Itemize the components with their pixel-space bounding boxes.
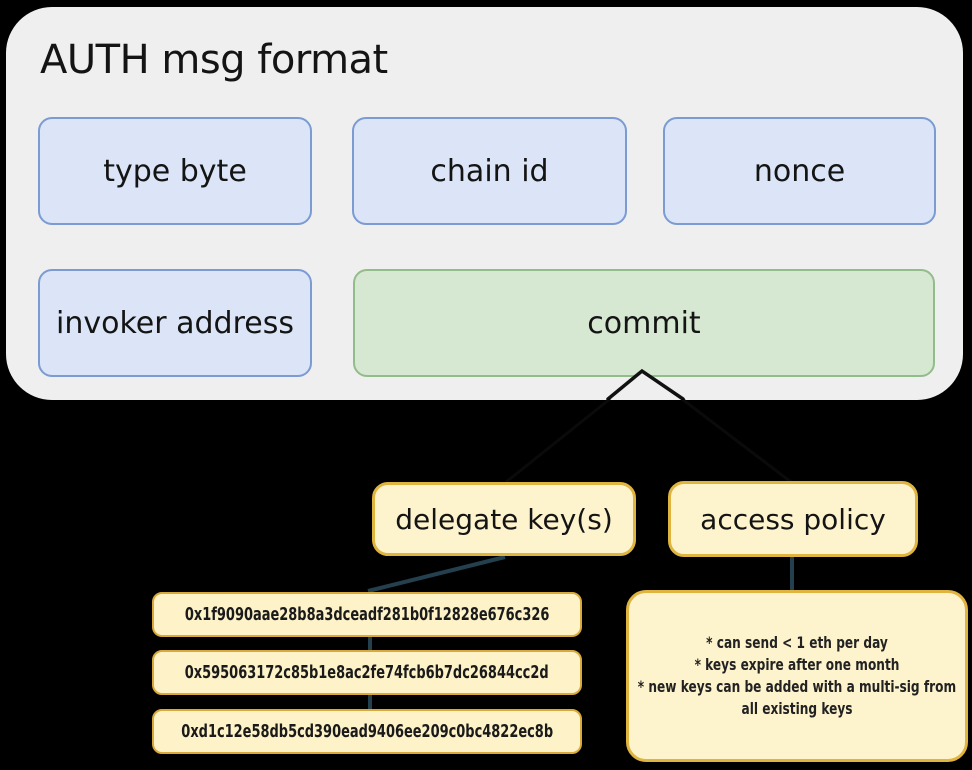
delegate-key-item-3: 0xd1c12e58db5cd390ead9406ee209c0bc4822ec…: [152, 709, 582, 754]
auth-msg-format-panel: AUTH msg format type byte chain id nonce…: [6, 7, 963, 400]
access-policy-rule-1: * can send < 1 eth per day: [706, 632, 888, 652]
delegate-key-3-value: 0xd1c12e58db5cd390ead9406ee209c0bc4822ec…: [181, 721, 553, 742]
field-type-byte: type byte: [38, 117, 312, 225]
access-policy-rule-3: * new keys can be added with a multi-sig…: [637, 677, 957, 719]
field-nonce: nonce: [663, 117, 936, 225]
field-commit: commit: [353, 269, 935, 377]
node-delegate-keys-label: delegate key(s): [395, 502, 613, 536]
field-commit-label: commit: [587, 305, 701, 341]
delegate-key-item-1: 0x1f9090aae28b8a3dceadf281b0f12828e676c3…: [152, 592, 582, 637]
access-policy-rules: * can send < 1 eth per day * keys expire…: [630, 632, 964, 720]
field-chain-id-label: chain id: [430, 153, 549, 189]
node-access-policy-label: access policy: [700, 502, 886, 536]
caret-to-access-line: [681, 397, 792, 484]
access-policy-rule-2: * keys expire after one month: [694, 654, 900, 674]
caret-to-delegate-line: [505, 397, 611, 484]
delegate-key-2-value: 0x595063172c85b1e8ac2fe74fcb6b7dc26844cc…: [185, 662, 549, 683]
access-policy-details-box: * can send < 1 eth per day * keys expire…: [626, 590, 968, 762]
panel-title: AUTH msg format: [40, 37, 388, 83]
field-invoker-address: invoker address: [38, 269, 312, 377]
field-chain-id: chain id: [352, 117, 627, 225]
node-delegate-keys: delegate key(s): [372, 482, 636, 556]
field-type-byte-label: type byte: [103, 153, 247, 189]
delegate-key-item-2: 0x595063172c85b1e8ac2fe74fcb6b7dc26844cc…: [152, 650, 582, 695]
field-invoker-address-label: invoker address: [56, 305, 294, 341]
delegate-to-keys-line: [367, 555, 506, 593]
field-nonce-label: nonce: [753, 153, 846, 189]
delegate-key-1-value: 0x1f9090aae28b8a3dceadf281b0f12828e676c3…: [184, 604, 550, 625]
node-access-policy: access policy: [668, 481, 918, 557]
